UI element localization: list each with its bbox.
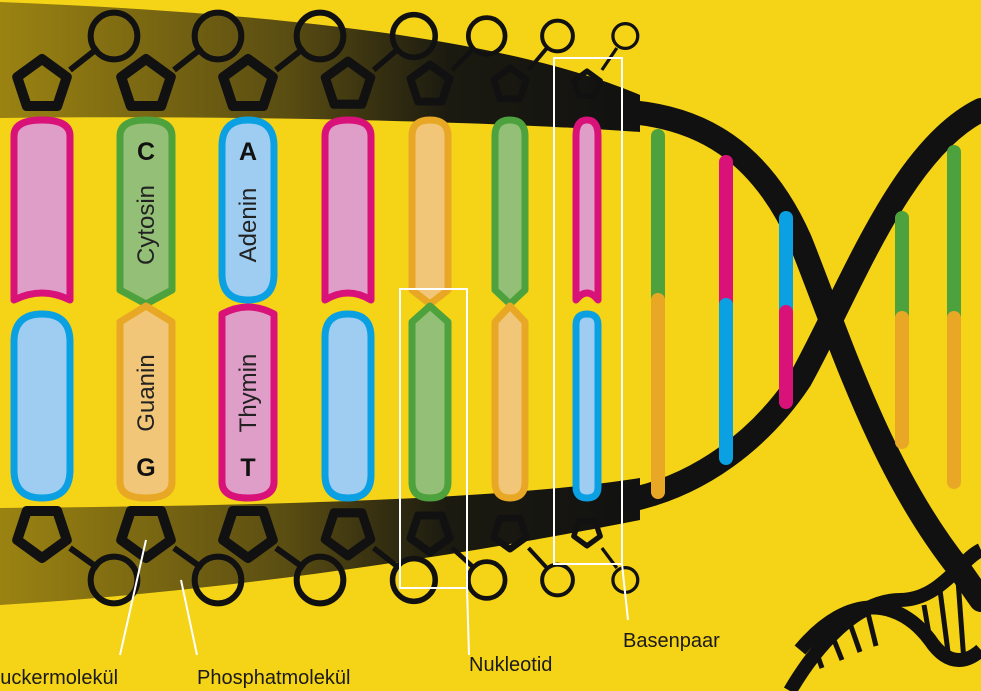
base-top-6	[576, 120, 598, 300]
guanin-letter: G	[136, 454, 155, 482]
base-bottom-3	[325, 314, 371, 498]
cytosin-label: Cytosin	[133, 185, 160, 265]
bond-bottom-5	[528, 548, 546, 568]
thymin-letter: T	[240, 454, 255, 482]
phosphate-bottom-5	[542, 565, 573, 596]
base-top-3	[325, 120, 371, 300]
base-pair-callout-label: Basenpaar	[623, 630, 720, 652]
phosphate-top-5	[542, 21, 573, 52]
dna-helix-icon	[790, 550, 981, 691]
phosphate-top-6	[613, 24, 638, 49]
base-bottom-0	[14, 314, 70, 498]
base-top-5	[495, 120, 525, 304]
base-bottom-4	[412, 306, 448, 498]
phosphate-bottom-4	[468, 562, 505, 599]
phosphate-top-4	[468, 18, 505, 55]
base-bottom-6	[576, 314, 598, 498]
sugar-callout-label: Zuckermolekül	[0, 667, 118, 689]
adenin-letter: A	[239, 138, 257, 166]
phosphate-bottom-3	[393, 559, 436, 602]
helix-strand-b	[630, 110, 981, 500]
adenin-label: Adenin	[235, 188, 262, 263]
nucleotide-callout-label: Nukleotid	[469, 654, 552, 676]
cytosin-letter: C	[137, 138, 155, 166]
thymin-label: Thymin	[235, 354, 262, 433]
guanin-label: Guanin	[133, 354, 160, 431]
base-bottom-5	[495, 306, 525, 498]
base-top-0	[14, 120, 70, 300]
base-top-4	[412, 120, 448, 304]
nucleotide-callout-line	[467, 588, 469, 655]
phosphate-callout-label: Phosphatmolekül	[197, 667, 350, 689]
